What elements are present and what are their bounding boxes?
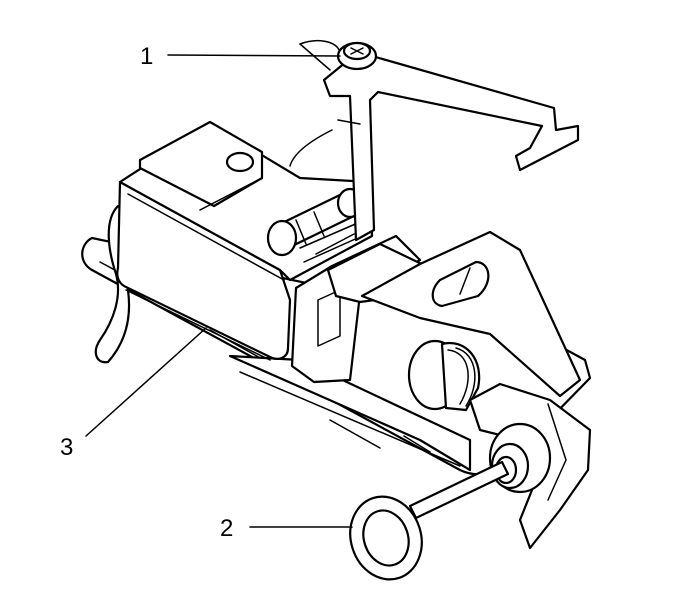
main-module <box>116 120 374 361</box>
screw <box>336 41 378 71</box>
pull-pin <box>349 460 510 581</box>
leader-line-3 <box>85 327 207 437</box>
callout-label-2: 2 <box>220 515 233 542</box>
callout-label-3: 3 <box>60 434 73 461</box>
leader-line-1 <box>167 54 341 57</box>
sensor-housing <box>326 230 582 412</box>
pin-bushing <box>488 422 552 494</box>
callout-leaders <box>85 54 353 528</box>
mounting-bracket <box>289 39 580 242</box>
lower-bracket <box>228 354 472 472</box>
callout-label-1: 1 <box>140 43 153 70</box>
